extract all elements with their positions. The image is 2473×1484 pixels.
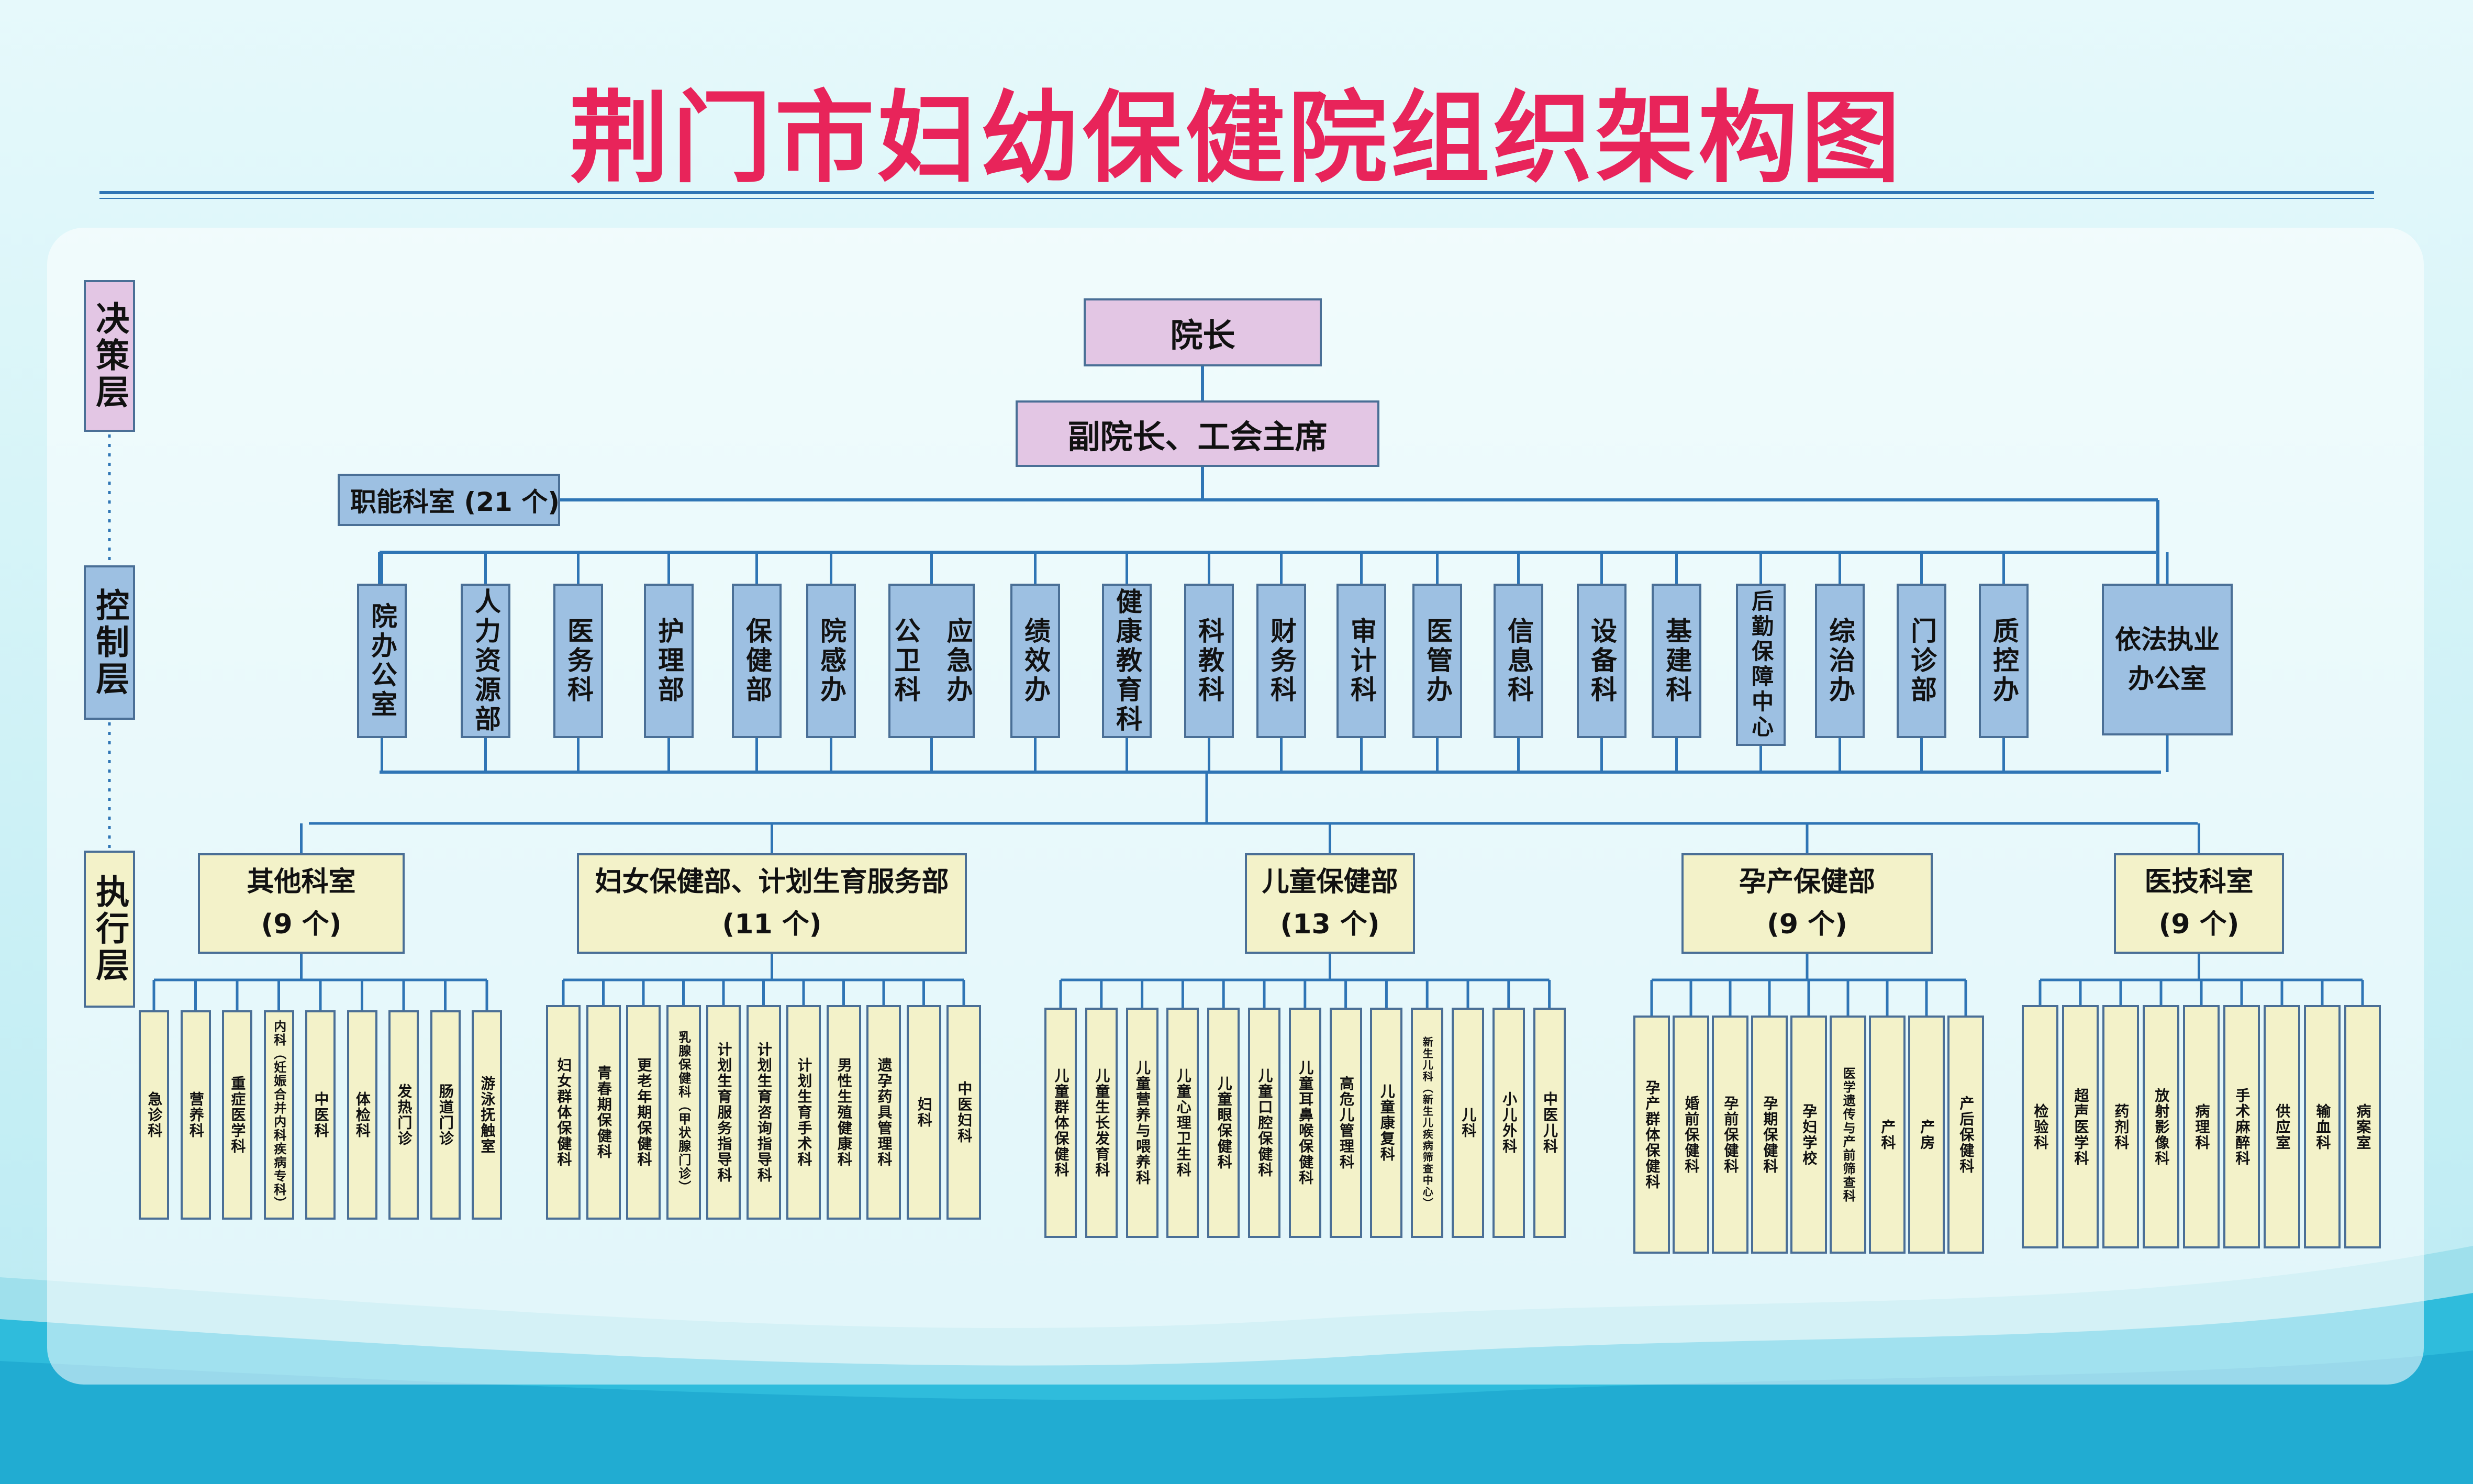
- dept-women-family-planning-count: (11 个): [722, 909, 822, 940]
- dept-other-count: (9 个): [261, 909, 342, 940]
- dept-medical-technology-unit: 病理科: [2183, 1005, 2220, 1248]
- dept-other-unit: 肠道门诊: [430, 1010, 461, 1220]
- dept-children-name: 儿童保健部: [1262, 866, 1398, 898]
- dept-maternal-unit: 产科: [1869, 1016, 1906, 1254]
- dept-children-unit: 儿科: [1452, 1008, 1484, 1238]
- dept-other-unit: 中医科: [305, 1010, 336, 1220]
- title-underline: [99, 191, 2374, 194]
- dept-medical-technology-unit: 病案室: [2344, 1005, 2381, 1248]
- dept-children-unit: 儿童耳鼻喉保健科: [1288, 1008, 1321, 1238]
- dept-maternal-unit: 产后保健科: [1947, 1016, 1984, 1254]
- dept-other-unit: 内科（妊娠合并内科疾病专科）: [263, 1010, 294, 1220]
- dept-women-family-planning-unit: 妇科: [906, 1005, 941, 1220]
- dept-other-unit: 体检科: [347, 1010, 377, 1220]
- dept-women-family-planning-unit: 乳腺保健科（甲状腺门诊）: [666, 1005, 701, 1220]
- dept-other-unit: 营养科: [180, 1010, 211, 1220]
- dept-other-name: 其他科室: [247, 866, 356, 898]
- dept-medical-technology-unit: 供应室: [2264, 1005, 2300, 1248]
- dept-children-unit: 新生儿科（新生儿疾病筛查中心）: [1411, 1008, 1444, 1238]
- office-public-health-label: 公卫科: [890, 617, 921, 705]
- dept-other-unit: 游泳抚触室: [472, 1010, 502, 1220]
- office-infrastructure: 基建科: [1652, 584, 1701, 738]
- dept-women-family-planning-unit: 妇女群体保健科: [546, 1005, 581, 1220]
- dept-women-family-planning-box: 妇女保健部、计划生育服务部 (11 个): [577, 853, 967, 954]
- dept-children-count: (13 个): [1280, 909, 1380, 940]
- dept-other-unit: 急诊科: [139, 1010, 169, 1220]
- dept-maternal-count: (9 个): [1767, 909, 1847, 940]
- dept-medical-technology-unit: 超声医学科: [2062, 1005, 2099, 1248]
- dept-children-unit: 儿童群体保健科: [1044, 1008, 1077, 1238]
- office-quality-control: 质控办: [1979, 584, 2029, 738]
- office-emergency-label: 应急办: [942, 617, 973, 705]
- dept-children-unit: 儿童生长发育科: [1085, 1008, 1118, 1238]
- dept-women-family-planning-unit: 计划生育咨询指导科: [746, 1005, 781, 1220]
- office-performance: 绩效办: [1010, 584, 1060, 738]
- dept-medical-technology-unit: 药剂科: [2102, 1005, 2139, 1248]
- deputy-director-box: 副院长、工会主席: [1016, 400, 1379, 467]
- dept-children-unit: 儿童眼保健科: [1207, 1008, 1240, 1238]
- title-underline-thin: [99, 198, 2374, 199]
- office-comprehensive-governance: 综治办: [1815, 584, 1865, 738]
- office-healthcare: 保健部: [732, 584, 782, 738]
- dept-children-unit: 小儿外科: [1492, 1008, 1525, 1238]
- dept-maternal-box: 孕产保健部 (9 个): [1681, 853, 1933, 954]
- office-information: 信息科: [1494, 584, 1543, 738]
- office-audit: 审计科: [1336, 584, 1386, 738]
- dept-medical-technology-unit: 检验科: [2022, 1005, 2058, 1248]
- dept-children-unit: 高危儿管理科: [1329, 1008, 1362, 1238]
- dept-women-family-planning-unit: 计划生育服务指导科: [706, 1005, 741, 1220]
- office-public-health-emergency: 公卫科 应急办: [888, 584, 975, 738]
- layer-control: 控制层: [84, 565, 135, 720]
- office-medical-affairs: 医务科: [553, 584, 603, 738]
- dept-women-family-planning-unit: 更老年期保健科: [626, 1005, 661, 1220]
- dept-women-family-planning-unit: 男性生殖健康科: [826, 1005, 861, 1220]
- dept-medical-technology-box: 医技科室 (9 个): [2114, 853, 2284, 954]
- office-science-education: 科教科: [1184, 584, 1234, 738]
- office-finance: 财务科: [1256, 584, 1306, 738]
- dept-medical-technology-unit: 手术麻醉科: [2223, 1005, 2260, 1248]
- dept-maternal-unit: 医学遗传与产前筛查科: [1830, 1016, 1866, 1254]
- layer-execution: 执行层: [84, 851, 135, 1008]
- dept-women-family-planning-unit: 遗孕药具管理科: [866, 1005, 901, 1220]
- office-infection-control: 院感办: [806, 584, 856, 738]
- office-nursing: 护理部: [644, 584, 694, 738]
- dept-maternal-unit: 孕产群体保健科: [1633, 1016, 1670, 1254]
- dept-children-unit: 儿童心理卫生科: [1166, 1008, 1199, 1238]
- dept-children-box: 儿童保健部 (13 个): [1245, 853, 1415, 954]
- dept-children-unit: 中医儿科: [1533, 1008, 1566, 1238]
- dept-medical-technology-unit: 放射影像科: [2143, 1005, 2179, 1248]
- page-title: 荆门市妇幼保健院组织架构图: [569, 81, 1903, 196]
- office-equipment: 设备科: [1577, 584, 1627, 738]
- dept-medical-technology-unit: 输血科: [2304, 1005, 2341, 1248]
- office-president: 院办公室: [357, 584, 407, 738]
- office-medical-management: 医管办: [1412, 584, 1462, 738]
- office-outpatient: 门诊部: [1897, 584, 1946, 738]
- functional-offices-label: 职能科室 (21 个): [338, 474, 560, 526]
- dept-maternal-unit: 产房: [1908, 1016, 1945, 1254]
- dept-other-unit: 发热门诊: [388, 1010, 419, 1220]
- director-box: 院长: [1084, 298, 1322, 366]
- office-logistics-center: 后勤保障中心: [1736, 584, 1786, 746]
- office-hr: 人力资源部: [461, 584, 510, 738]
- dept-maternal-unit: 孕期保健科: [1751, 1016, 1788, 1254]
- office-legal-practice: 依法执业办公室: [2102, 584, 2233, 735]
- dept-medical-technology-count: (9 个): [2158, 909, 2240, 940]
- dept-women-family-planning-name: 妇女保健部、计划生育服务部: [595, 866, 949, 898]
- layer-decision: 决策层: [84, 280, 135, 432]
- dept-children-unit: 儿童口腔保健科: [1248, 1008, 1280, 1238]
- dept-other-unit: 重症医学科: [222, 1010, 252, 1220]
- dept-other-box: 其他科室 (9 个): [198, 853, 405, 954]
- dept-women-family-planning-unit: 青春期保健科: [586, 1005, 621, 1220]
- office-health-education: 健康教育科: [1102, 584, 1152, 738]
- dept-maternal-unit: 孕妇学校: [1790, 1016, 1827, 1254]
- dept-women-family-planning-unit: 中医妇科: [946, 1005, 981, 1220]
- dept-women-family-planning-unit: 计划生育手术科: [786, 1005, 821, 1220]
- dept-maternal-unit: 孕前保健科: [1712, 1016, 1748, 1254]
- dept-medical-technology-name: 医技科室: [2144, 866, 2254, 898]
- dept-maternal-name: 孕产保健部: [1739, 866, 1875, 898]
- dept-maternal-unit: 婚前保健科: [1673, 1016, 1709, 1254]
- dept-children-unit: 儿童营养与喂养科: [1126, 1008, 1158, 1238]
- dept-children-unit: 儿童康复科: [1370, 1008, 1403, 1238]
